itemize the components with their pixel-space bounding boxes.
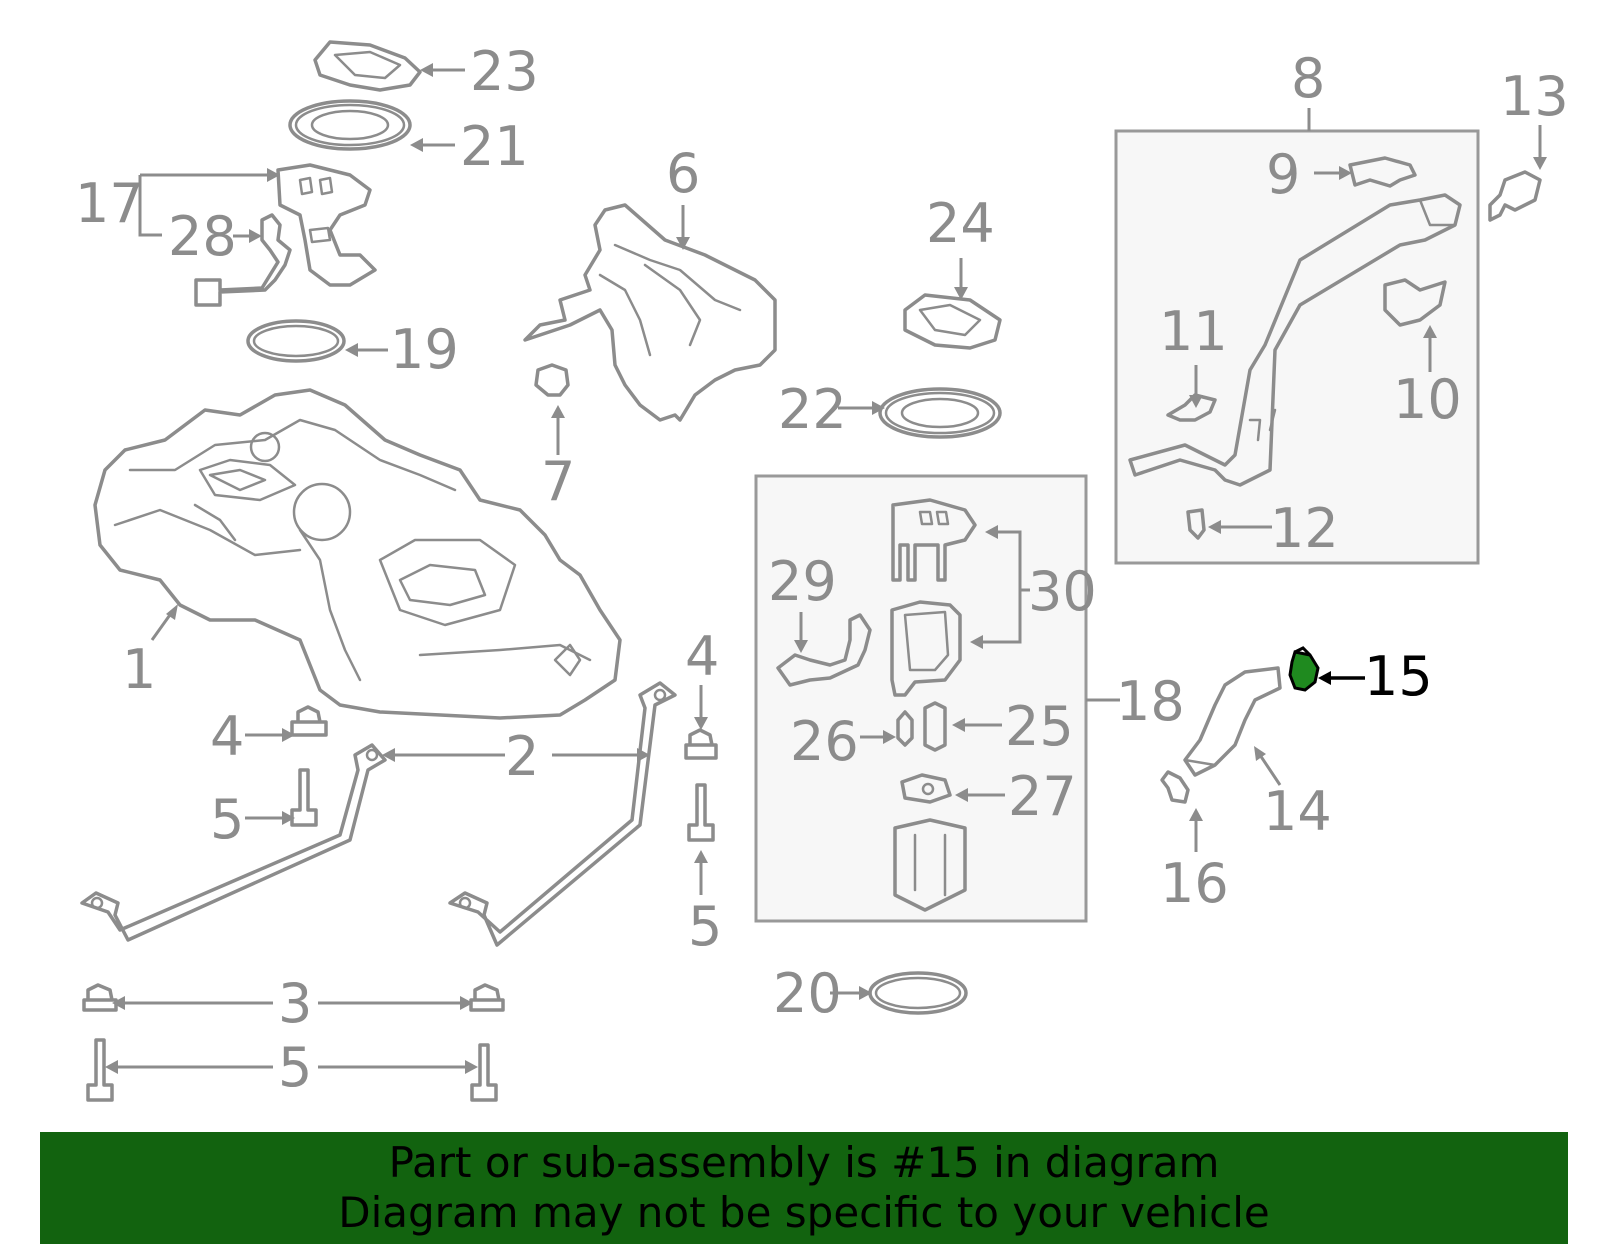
callout-29: 29	[768, 550, 837, 613]
callout-1: 1	[122, 638, 156, 701]
hose	[1183, 666, 1282, 777]
callout-12: 12	[1270, 497, 1339, 560]
fuel-pump-assembly-box	[754, 474, 1088, 923]
callout-11: 11	[1159, 300, 1228, 363]
banner-line-2: Diagram may not be specific to your vehi…	[338, 1188, 1270, 1237]
callout-15: 15	[1364, 645, 1433, 708]
callout-3: 3	[278, 972, 312, 1035]
callout-14: 14	[1263, 780, 1332, 843]
callout-6: 6	[666, 142, 700, 205]
callout-18: 18	[1116, 670, 1185, 733]
pump-reservoir	[893, 818, 967, 912]
filler-neck-bracket-9	[1348, 156, 1417, 188]
banner-line-1: Part or sub-assembly is #15 in diagram	[388, 1138, 1220, 1187]
callout-25: 25	[1005, 695, 1074, 758]
bolt	[86, 768, 715, 1102]
fuel-level-sender	[276, 163, 377, 287]
callout-5-bottom: 5	[278, 1036, 312, 1099]
clip	[534, 363, 570, 397]
fuel-tank	[93, 388, 622, 720]
callout-24: 24	[926, 192, 995, 255]
bracket-10	[1383, 278, 1447, 327]
clamp-16	[1160, 770, 1190, 804]
seal-27	[900, 773, 952, 804]
regulator-26	[896, 710, 914, 747]
callout-28: 28	[168, 205, 237, 268]
wire-harness-28	[194, 213, 292, 307]
clip-11	[1166, 393, 1217, 422]
callout-23: 23	[470, 40, 539, 103]
callout-8: 8	[1291, 47, 1325, 110]
callout-5-left: 5	[210, 788, 244, 851]
callout-9: 9	[1266, 143, 1300, 206]
filler-neck-assembly-box	[1114, 129, 1480, 565]
callout-20: 20	[773, 962, 842, 1025]
cover-23	[313, 40, 422, 92]
filler-neck	[1128, 193, 1462, 487]
info-banner: Part or sub-assembly is #15 in diagram D…	[40, 1132, 1568, 1244]
callout-10: 10	[1393, 368, 1462, 431]
lock-ring-21	[288, 99, 412, 151]
callout-4-left: 4	[210, 705, 244, 768]
callout-19: 19	[390, 318, 459, 381]
nut	[82, 705, 718, 1012]
callout-7: 7	[541, 450, 575, 513]
harness-29	[776, 613, 872, 687]
filter-25	[923, 701, 947, 752]
callout-27: 27	[1008, 765, 1077, 828]
clip-12	[1186, 508, 1206, 540]
callout-17: 17	[75, 172, 144, 235]
lock-ring-22	[878, 387, 1002, 439]
callout-16: 16	[1160, 852, 1229, 915]
callout-21: 21	[460, 115, 529, 178]
pump-module	[890, 600, 962, 697]
callout-26: 26	[790, 710, 859, 773]
callout-5-right: 5	[688, 895, 722, 958]
tank-strap	[80, 681, 677, 947]
gasket-20	[868, 971, 968, 1015]
callout-13: 13	[1500, 65, 1569, 128]
callout-4-right: 4	[685, 625, 719, 688]
fuel-door-housing	[1488, 170, 1542, 222]
cover-24	[903, 293, 1002, 350]
callout-30: 30	[1028, 560, 1097, 623]
callout-22: 22	[778, 378, 847, 441]
gasket-19	[246, 319, 346, 363]
callout-2: 2	[505, 725, 539, 788]
clamp-15-highlighted	[1288, 646, 1320, 692]
heat-shield	[523, 203, 777, 422]
pump-flange-30	[891, 498, 977, 582]
